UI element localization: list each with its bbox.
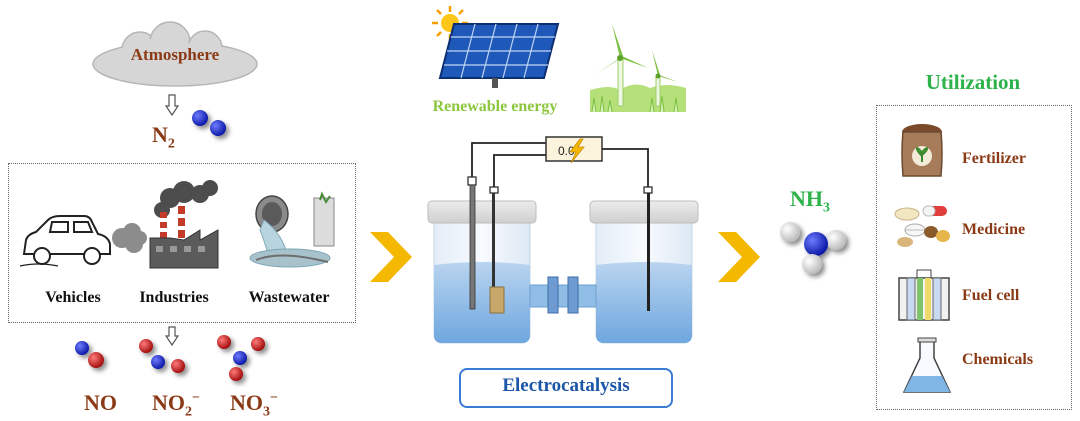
solar-panel-icon xyxy=(438,23,560,88)
no2-sub: 2 xyxy=(185,404,192,420)
wastewater-label: Wastewater xyxy=(248,289,330,306)
no2-sup: − xyxy=(192,390,200,406)
nh3-sub: 3 xyxy=(823,200,830,216)
pills-icon xyxy=(894,205,950,247)
atmosphere-cloud-icon xyxy=(92,21,258,87)
sources-box xyxy=(8,163,356,323)
utilization-title: Utilization xyxy=(925,70,1021,94)
no-main: NO xyxy=(84,390,117,415)
flow-arrow-icon xyxy=(370,232,412,282)
n2-sub: 2 xyxy=(167,136,175,152)
electrolytic-cell-diagram: 0.0 xyxy=(427,136,699,344)
no2-label: NO2− xyxy=(152,390,200,420)
flask-icon xyxy=(902,337,952,393)
industries-label: Industries xyxy=(139,289,209,306)
chemicals-label: Chemicals xyxy=(962,351,1034,368)
no3-sub: 3 xyxy=(263,404,270,420)
medicine-label: Medicine xyxy=(962,221,1026,238)
no3-molecule-icon xyxy=(217,335,265,381)
wastewater-pipe-icon xyxy=(249,191,335,268)
fuel-cell-icon xyxy=(898,269,950,321)
n2-label: N2 xyxy=(152,122,175,152)
fuel-cell-label: Fuel cell xyxy=(962,287,1020,304)
utilization-box xyxy=(876,105,1072,410)
nh3-main: NH xyxy=(790,186,823,211)
no2-main: NO xyxy=(152,390,185,415)
no3-main: NO xyxy=(230,390,263,415)
atmosphere-label: Atmosphere xyxy=(130,45,220,64)
nh3-label: NH3 xyxy=(790,186,830,216)
factory-icon xyxy=(149,180,219,269)
wind-turbine-icon xyxy=(590,18,686,113)
n2-main: N xyxy=(152,122,168,147)
fertilizer-label: Fertilizer xyxy=(962,150,1026,167)
no-label: NO xyxy=(84,390,117,416)
electrocatalysis-label: Electrocatalysis xyxy=(502,375,630,396)
no3-label: NO3− xyxy=(230,390,278,420)
down-arrow-icon xyxy=(164,94,180,117)
electrocatalysis-box xyxy=(459,368,673,408)
renewable-energy-label: Renewable energy xyxy=(432,98,558,115)
n2-molecule-icon xyxy=(192,110,226,136)
nh3-molecule-icon xyxy=(780,222,846,274)
flow-arrow-icon xyxy=(718,232,760,282)
meter-reading: 0.0 xyxy=(558,144,575,158)
lightning-icon xyxy=(569,138,585,164)
no-molecule-icon xyxy=(75,341,104,368)
fertilizer-bag-icon xyxy=(901,124,943,177)
no2-molecule-icon xyxy=(139,339,185,373)
no3-sup: − xyxy=(270,390,278,406)
car-icon xyxy=(19,215,147,267)
vehicles-label: Vehicles xyxy=(45,289,101,306)
down-arrow-icon xyxy=(164,326,180,347)
